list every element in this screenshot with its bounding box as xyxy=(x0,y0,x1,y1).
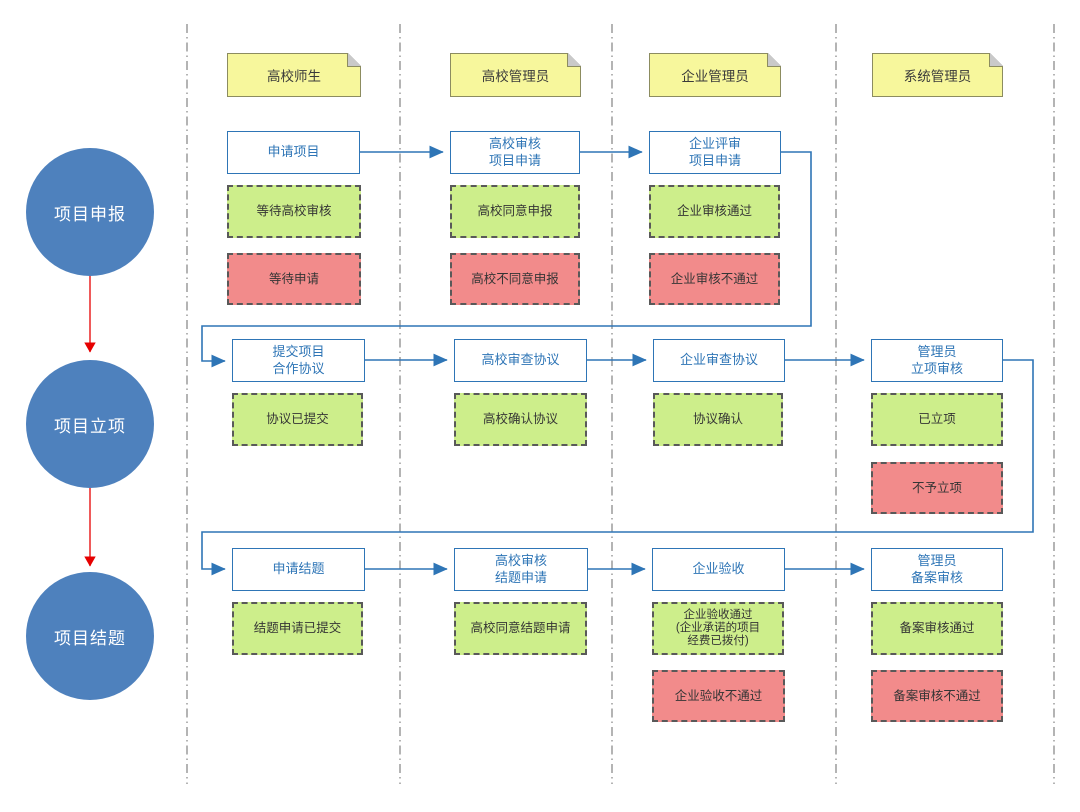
status-ent-review-fail: 企业审核不通过 xyxy=(649,253,780,305)
step-ent-review-agreement: 企业审查协议 xyxy=(653,339,785,382)
lane-separators xyxy=(186,24,1055,784)
step-univ-review-application: 高校审核 项目申请 xyxy=(450,131,580,174)
status-conclusion-submitted: 结题申请已提交 xyxy=(232,602,363,655)
step-label: 高校审核 项目申请 xyxy=(488,135,541,168)
status-label: 高校不同意申报 xyxy=(471,271,559,286)
step-admin-record-review: 管理员 备案审核 xyxy=(871,548,1003,591)
status-label: 备案审核通过 xyxy=(899,621,975,635)
lane-header-label: 企业管理员 xyxy=(681,69,749,84)
status-wait-univ-review: 等待高校审核 xyxy=(227,185,361,238)
phase-circle-declaration: 项目申报 xyxy=(26,148,154,276)
step-admin-approval-review: 管理员 立项审核 xyxy=(871,339,1003,382)
step-submit-agreement: 提交项目 合作协议 xyxy=(232,339,365,382)
step-label: 管理员 备案审核 xyxy=(910,552,963,585)
status-label: 企业验收通过 (企业承诺的项目 经费已拨付) xyxy=(675,608,761,648)
phase-circle-approval: 项目立项 xyxy=(26,360,154,488)
status-label: 结题申请已提交 xyxy=(253,621,342,635)
status-record-review-fail: 备案审核不通过 xyxy=(871,670,1003,722)
step-label: 提交项目 合作协议 xyxy=(272,343,325,376)
phase-circle-conclusion: 项目结题 xyxy=(26,572,154,700)
step-univ-review-agreement: 高校审查协议 xyxy=(454,339,587,382)
status-agreement-submitted: 协议已提交 xyxy=(232,393,363,446)
lane-header-system-admin: 系统管理员 xyxy=(872,53,1003,97)
status-project-not-approved: 不予立项 xyxy=(871,462,1003,514)
step-label: 高校审查协议 xyxy=(481,352,560,368)
phase-label: 项目立项 xyxy=(54,416,126,436)
step-ent-acceptance: 企业验收 xyxy=(652,548,785,591)
lane-header-university-admin: 高校管理员 xyxy=(450,53,581,97)
lane-header-label: 高校师生 xyxy=(267,69,321,84)
status-wait-apply: 等待申请 xyxy=(227,253,361,305)
phase-label: 项目申报 xyxy=(54,204,126,224)
status-label: 企业验收不通过 xyxy=(674,688,763,703)
status-univ-agree-conclusion: 高校同意结题申请 xyxy=(454,602,587,655)
status-ent-review-pass: 企业审核通过 xyxy=(649,185,780,238)
step-apply-conclusion: 申请结题 xyxy=(232,548,365,591)
lane-header-enterprise-admin: 企业管理员 xyxy=(649,53,781,97)
status-label: 协议确认 xyxy=(692,412,743,426)
phase-label: 项目结题 xyxy=(54,628,126,648)
status-ent-acceptance-fail: 企业验收不通过 xyxy=(652,670,785,722)
status-agreement-confirmed: 协议确认 xyxy=(653,393,783,446)
status-univ-confirm-agreement: 高校确认协议 xyxy=(454,393,587,446)
arrow-entreview-to-submitagreement xyxy=(201,151,812,368)
step-apply-project: 申请项目 xyxy=(227,131,360,174)
lane-header-label: 系统管理员 xyxy=(903,69,972,84)
step-label: 高校审核 结题申请 xyxy=(494,552,547,585)
status-label: 企业审核通过 xyxy=(676,204,752,218)
step-label: 申请结题 xyxy=(272,561,325,577)
status-univ-disagree-apply: 高校不同意申报 xyxy=(450,253,580,305)
lane-header-university-staff: 高校师生 xyxy=(227,53,361,97)
step-label: 企业审查协议 xyxy=(679,352,758,368)
step-label: 申请项目 xyxy=(267,144,320,160)
status-label: 等待申请 xyxy=(268,271,319,286)
status-label: 协议已提交 xyxy=(266,412,329,426)
lane-header-label: 高校管理员 xyxy=(481,69,550,84)
status-label: 高校确认协议 xyxy=(482,412,558,426)
status-label: 高校同意申报 xyxy=(477,204,553,218)
status-label: 高校同意结题申请 xyxy=(470,621,571,635)
status-record-review-pass: 备案审核通过 xyxy=(871,602,1003,655)
status-ent-acceptance-pass: 企业验收通过 (企业承诺的项目 经费已拨付) xyxy=(652,602,784,655)
step-univ-review-conclusion: 高校审核 结题申请 xyxy=(454,548,588,591)
step-label: 管理员 立项审核 xyxy=(910,343,963,376)
step-label: 企业验收 xyxy=(692,561,745,577)
arrow-adminapproval-to-applyconclusion xyxy=(201,359,1034,576)
status-label: 不予立项 xyxy=(911,480,962,495)
status-label: 等待高校审核 xyxy=(256,204,332,218)
status-label: 已立项 xyxy=(918,412,956,426)
status-project-approved: 已立项 xyxy=(871,393,1003,446)
status-label: 备案审核不通过 xyxy=(893,688,981,703)
step-label: 企业评审 项目申请 xyxy=(688,135,741,168)
process-connectors xyxy=(201,145,1034,576)
status-univ-agree-apply: 高校同意申报 xyxy=(450,185,580,238)
step-ent-review-application: 企业评审 项目申请 xyxy=(649,131,781,174)
status-label: 企业审核不通过 xyxy=(670,271,759,286)
